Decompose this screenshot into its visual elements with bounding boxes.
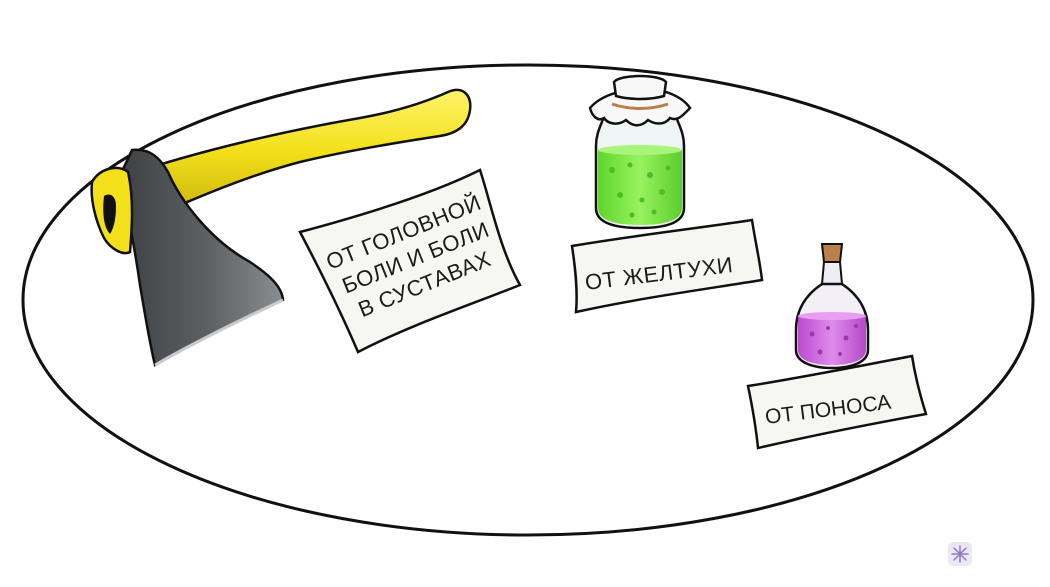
paper-label-headache: ОТ ГОЛОВНОЙ БОЛИ И БОЛИ В СУСТАВАХ xyxy=(298,168,522,354)
purple-flask-icon xyxy=(794,243,870,370)
green-jar-icon xyxy=(588,74,692,230)
axe-icon xyxy=(90,88,472,367)
paper-label-diarrhea: ОТ ПОНОСА xyxy=(746,354,928,450)
snowflake-icon xyxy=(948,542,972,566)
paper-label-jaundice: ОТ ЖЕЛТУХИ xyxy=(570,218,764,314)
